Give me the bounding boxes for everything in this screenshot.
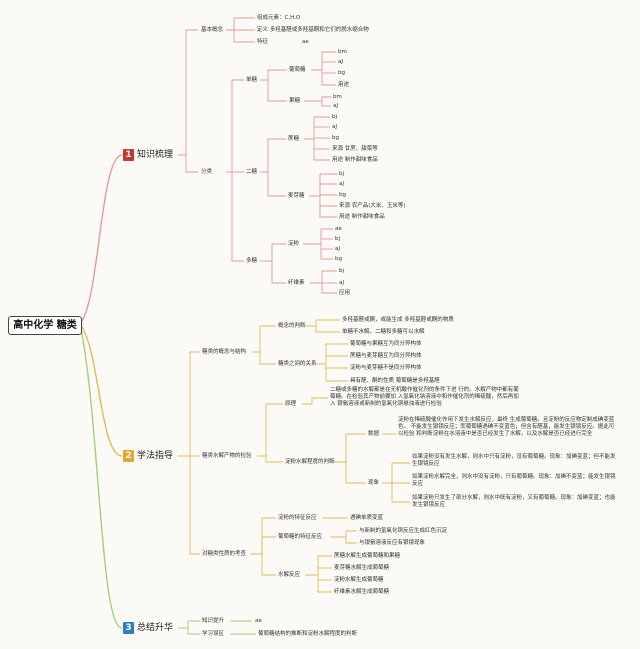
node-hydrolysis-item[interactable]: 蔗糖水解生成葡萄糖和果糖 [334,553,401,559]
node-learning-pitfalls[interactable]: 学习误区 [202,631,225,637]
node-maltose-item[interactable]: 来源 农产品(大米、玉米等) [339,203,406,209]
node-hydrolysis-item[interactable]: 麦芽糖水解生成葡萄糖 [334,565,390,571]
node-feature[interactable]: 特征 [257,39,269,45]
node-maltose-item[interactable]: aJ [339,181,344,187]
node-composition[interactable]: 组成元素：C,H,O [257,15,301,21]
node-cellulose-item[interactable]: 应用 [339,290,351,296]
node-starch-item[interactable]: bg [335,256,342,262]
node-hydrolysis-item[interactable]: 纤维素水解生成葡萄糖 [334,589,390,595]
connector-root-branch3 [79,323,123,629]
node-starch-item[interactable]: aJ [335,246,340,252]
node-glucose-item[interactable]: bm [338,49,347,55]
node-glucose-item[interactable]: 用途 [338,82,350,88]
branch-number-badge: 3 [123,622,134,634]
node-glucose-reaction-item[interactable]: 与新制的氢氧化铜反应生成红色沉淀 [359,528,448,534]
node-glucose-reaction[interactable]: 葡萄糖的特征反应 [278,534,323,540]
node-hydrolysis-degree[interactable]: 淀粉水解程度的判断 [285,459,335,465]
node-phenomenon[interactable]: 现象 [368,480,380,486]
node-property-review[interactable]: 对糖类性质的考查 [202,551,247,557]
node-cellulose[interactable]: 纤维素 [288,280,305,286]
node-feature-value[interactable]: ae [302,39,309,45]
node-phenomenon-item[interactable]: 如果淀粉水解完全，则水中没有淀粉，只有葡萄糖。现象：加碘不变蓝；能发生银镜反应 [412,474,616,487]
node-classification[interactable]: 分类 [201,169,213,175]
branch-number-badge: 2 [123,450,134,462]
node-monosaccharide[interactable]: 单糖 [246,77,258,83]
node-starch-reaction[interactable]: 淀粉的特征反应 [278,515,317,521]
node-sucrose-item[interactable]: 用途 制作甜味食品 [332,157,378,163]
node-knowledge-boost[interactable]: 知识提升 [202,618,225,624]
node-glucose-reaction-item[interactable]: 与银氨溶液反应有银镜现象 [359,540,426,546]
branch-label: 学法指导 [137,451,174,461]
node-starch-item[interactable]: bj [335,236,341,242]
node-relation-item[interactable]: 具有醛、酮的性质 葡萄糖是多羟基醛 [350,378,440,384]
node-sugar-relations[interactable]: 糖类之间的关系 [278,361,317,367]
node-fructose[interactable]: 果糖 [289,98,301,104]
node-data-text[interactable]: 淀粉在稀硫酸催化作用下发生水解反应，最终 生成葡萄糖。且淀粉的反应物定制成碘变蓝… [398,417,615,437]
node-maltose[interactable]: 麦芽糖 [288,193,305,199]
node-polysaccharide[interactable]: 多糖 [246,258,258,264]
node-starch-reaction-item[interactable]: 遇碘单质变蓝 [350,515,384,521]
node-concept-judgment[interactable]: 概念的判断 [278,323,306,329]
node-concept-structure[interactable]: 糖类的概念与结构 [202,349,247,355]
node-sucrose-item[interactable]: 来源 甘蔗、甜菜等 [332,146,378,152]
node-cellulose-item[interactable]: bj [339,268,345,274]
node-glucose[interactable]: 葡萄糖 [289,67,306,73]
node-judgment-item[interactable]: 多羟基醛或酮，或能生成 多羟基醛或酮的物质 [342,317,454,323]
node-sucrose-item[interactable]: bj [332,114,338,120]
branch-number-badge: 1 [123,149,134,161]
node-maltose-item[interactable]: bj [339,171,345,177]
node-sucrose-item[interactable]: aJ [332,124,337,130]
node-hydrolysis-test[interactable]: 糖类水解产物的检验 [202,453,252,459]
node-phenomenon-item[interactable]: 如果淀粉只发生了部分水解，则水中既有淀粉，又有葡萄糖。现象：加碘变蓝；也能发生银… [412,495,616,508]
branch-label: 知识梳理 [137,150,174,160]
node-disaccharide[interactable]: 二糖 [246,169,258,175]
node-principle[interactable]: 原理 [285,401,297,407]
branch-label: 总结升华 [137,623,174,633]
node-fructose-item[interactable]: aJ [333,103,338,109]
node-sucrose-item[interactable]: bg [332,135,339,141]
node-glucose-item[interactable]: aJ [338,59,343,65]
node-judgment-item[interactable]: 单糖不水解，二糖和多糖可以水解 [342,329,425,335]
node-hydrolysis-reaction[interactable]: 水解反应 [278,572,301,578]
node-starch-item[interactable]: ae [335,226,342,232]
connector-root-branch2 [79,323,123,457]
node-basic-concepts[interactable]: 基本概念 [201,27,224,33]
node-data[interactable]: 数据 [368,431,380,437]
node-sucrose[interactable]: 蔗糖 [288,136,300,142]
node-phenomenon-item[interactable]: 如果淀粉没有发生水解，则水中只有淀粉，没有葡萄糖。现象：加碘变蓝；但不能发生银镜… [412,454,616,467]
node-fructose-item[interactable]: bm [333,94,342,100]
node-starch[interactable]: 淀粉 [288,241,300,247]
root-topic[interactable]: 高中化学 糖类 [8,316,82,335]
node-cellulose-item[interactable]: aJ [339,280,344,286]
node-knowledge-value[interactable]: ae [255,618,262,624]
node-principle-text[interactable]: 二糖或多糖的水解都是在无机酸作催化剂的条件下进 行的。水解产物中都有葡萄糖。在检… [330,387,519,407]
connector-root-branch1 [79,154,123,325]
node-definition[interactable]: 定义 多羟基醛或多羟基酮和它们的脱水缩合物 [257,27,369,33]
node-glucose-item[interactable]: bg [338,70,345,76]
node-hydrolysis-item[interactable]: 淀粉水解生成葡萄糖 [334,577,384,583]
node-maltose-item[interactable]: bg [339,192,346,198]
node-maltose-item[interactable]: 用途 制作甜味食品 [339,214,385,220]
node-pitfalls-value[interactable]: 葡萄糖结构的推断和淀粉水解程度的判断 [258,631,358,637]
node-relation-item[interactable]: 蔗糖与麦芽糖互为同分异构体 [350,353,422,359]
node-relation-item[interactable]: 葡萄糖与果糖互为同分异构体 [350,341,422,347]
node-relation-item[interactable]: 淀粉与麦芽糖不是同分异构体 [350,365,422,371]
